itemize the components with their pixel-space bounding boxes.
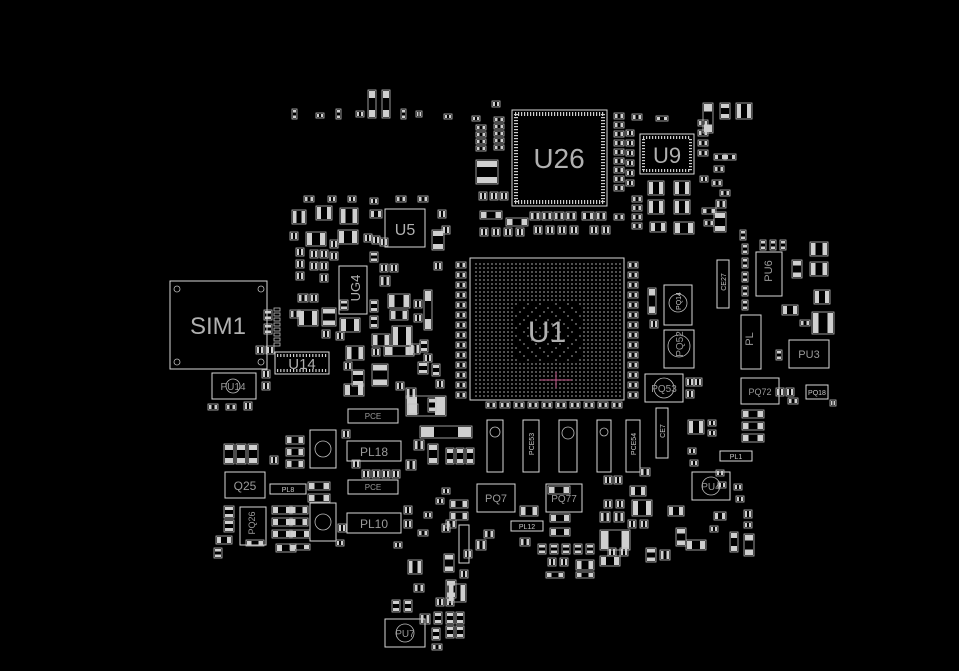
label-pce-b: PCE <box>365 483 381 492</box>
transistor-pq-left-a[interactable] <box>309 429 337 469</box>
label-pce53: PCE53 <box>529 433 536 455</box>
label-pq18: PQ18 <box>808 390 826 397</box>
label-ce27: CE27 <box>721 273 728 291</box>
chip-u9[interactable]: U9 <box>639 133 695 175</box>
label-pl18: PL18 <box>360 445 388 459</box>
label-sim1: SIM1 <box>190 313 246 340</box>
inductor-pl12[interactable]: PL12 <box>510 520 544 532</box>
chip-u1[interactable]: U1 <box>469 257 625 401</box>
label-u5: U5 <box>395 222 416 239</box>
label-ug4: UG4 <box>348 275 363 302</box>
label-pce-a: PCE <box>365 412 381 421</box>
label-pu6: PU6 <box>763 260 775 281</box>
transistor-pq14[interactable]: PQ14 <box>663 284 693 326</box>
label-pl8: PL8 <box>282 487 295 494</box>
transistor-pq77[interactable]: PQ77 <box>545 483 583 513</box>
label-u1: U1 <box>528 316 566 349</box>
label-ce7: CE7 <box>660 424 667 438</box>
chip-pu3[interactable]: PU3 <box>788 339 830 369</box>
transistor-pq52[interactable]: PQ52 <box>663 329 695 369</box>
label-pq26: PQ26 <box>247 511 257 534</box>
chip-pu7[interactable]: PU7 <box>384 618 426 648</box>
label-pl1: PL1 <box>730 454 743 461</box>
capacitor-pce-a[interactable]: PCE <box>347 408 399 424</box>
label-u26: U26 <box>533 143 584 174</box>
inductor-pl-3[interactable] <box>458 524 470 564</box>
transistor-pq26[interactable]: PQ26 <box>239 506 267 546</box>
label-q25: Q25 <box>234 479 257 493</box>
transistor-pq7[interactable]: PQ7 <box>476 483 516 513</box>
label-pu14: PU14 <box>220 382 245 393</box>
connector-sim1[interactable]: SIM1 <box>169 280 281 370</box>
inductor-pl1[interactable]: PL1 <box>719 450 753 462</box>
capacitor-ce7[interactable]: CE7 <box>655 407 669 459</box>
chip-ug4[interactable]: UG4 <box>338 265 368 315</box>
passive-components <box>207 89 837 651</box>
label-pq72: PQ72 <box>748 387 771 397</box>
chip-u14[interactable]: U14 <box>274 351 330 375</box>
inductor-pl8[interactable]: PL8 <box>269 483 307 495</box>
capacitor-row-bottom: PCE53 PCE54 <box>486 419 641 473</box>
transistor-q25[interactable]: Q25 <box>224 471 266 499</box>
label-pu7: PU7 <box>395 629 415 640</box>
chip-pq18[interactable]: PQ18 <box>805 384 829 400</box>
chip-pq72[interactable]: PQ72 <box>740 377 780 405</box>
label-pl-right: PL <box>744 332 756 345</box>
label-pq52: PQ52 <box>675 331 686 357</box>
chip-pu6[interactable]: PU6 <box>755 251 783 297</box>
label-pu4: PU4 <box>701 482 721 493</box>
label-pl12: PL12 <box>519 524 535 531</box>
capacitor-ce27[interactable]: CE27 <box>716 259 730 309</box>
inductor-pl18[interactable]: PL18 <box>346 440 402 462</box>
label-pu3: PU3 <box>798 349 819 361</box>
inductor-pl-right[interactable]: PL <box>740 314 762 370</box>
label-u9: U9 <box>653 143 681 168</box>
transistor-pq-left-b[interactable] <box>309 502 337 542</box>
capacitor-pce-b[interactable]: PCE <box>347 479 399 495</box>
label-u14: U14 <box>288 356 316 373</box>
chip-u5[interactable]: U5 <box>384 208 426 248</box>
label-pq7: PQ7 <box>485 493 507 505</box>
label-pq14: PQ14 <box>676 292 683 310</box>
label-pce54: PCE54 <box>631 433 638 455</box>
label-pq53: PQ53 <box>651 384 677 395</box>
label-pq77: PQ77 <box>551 494 577 505</box>
transistor-pq53[interactable]: PQ53 <box>644 373 684 403</box>
inductor-pl10[interactable]: PL10 <box>346 512 402 534</box>
label-pl10: PL10 <box>360 517 388 531</box>
chip-u26[interactable]: U26 <box>511 109 608 207</box>
chip-pu14[interactable]: PU14 <box>211 372 257 400</box>
